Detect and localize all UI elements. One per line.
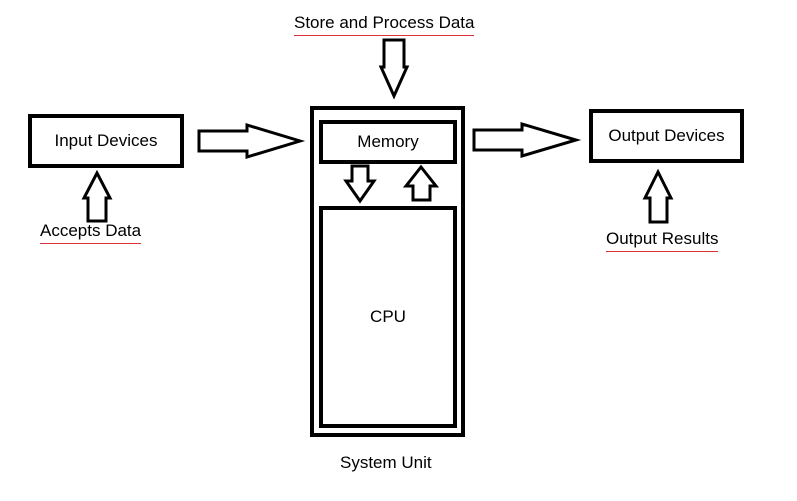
arrow-input-to-memory-icon — [197, 122, 306, 160]
memory-box: Memory — [319, 120, 457, 164]
system-unit-box: Memory CPU — [310, 106, 465, 437]
arrow-memory-to-cpu-icon — [343, 164, 377, 204]
cpu-label: CPU — [370, 307, 406, 326]
input-devices-box: Input Devices — [28, 114, 184, 168]
memory-label: Memory — [357, 132, 419, 151]
arrow-down-to-system-unit-icon — [378, 38, 410, 100]
input-devices-label: Input Devices — [54, 131, 158, 150]
arrow-up-to-output-icon — [642, 168, 674, 224]
output-devices-box: Output Devices — [589, 109, 744, 163]
store-process-note: Store and Process Data — [294, 13, 475, 36]
output-devices-label: Output Devices — [608, 126, 725, 145]
output-results-note: Output Results — [606, 229, 719, 252]
arrow-cpu-to-memory-icon — [402, 164, 440, 202]
system-unit-label: System Unit — [340, 453, 432, 472]
arrow-memory-to-output-icon — [472, 121, 582, 159]
accepts-data-note: Accepts Data — [40, 221, 142, 244]
cpu-box: CPU — [319, 206, 457, 428]
arrow-up-to-input-icon — [81, 169, 113, 223]
